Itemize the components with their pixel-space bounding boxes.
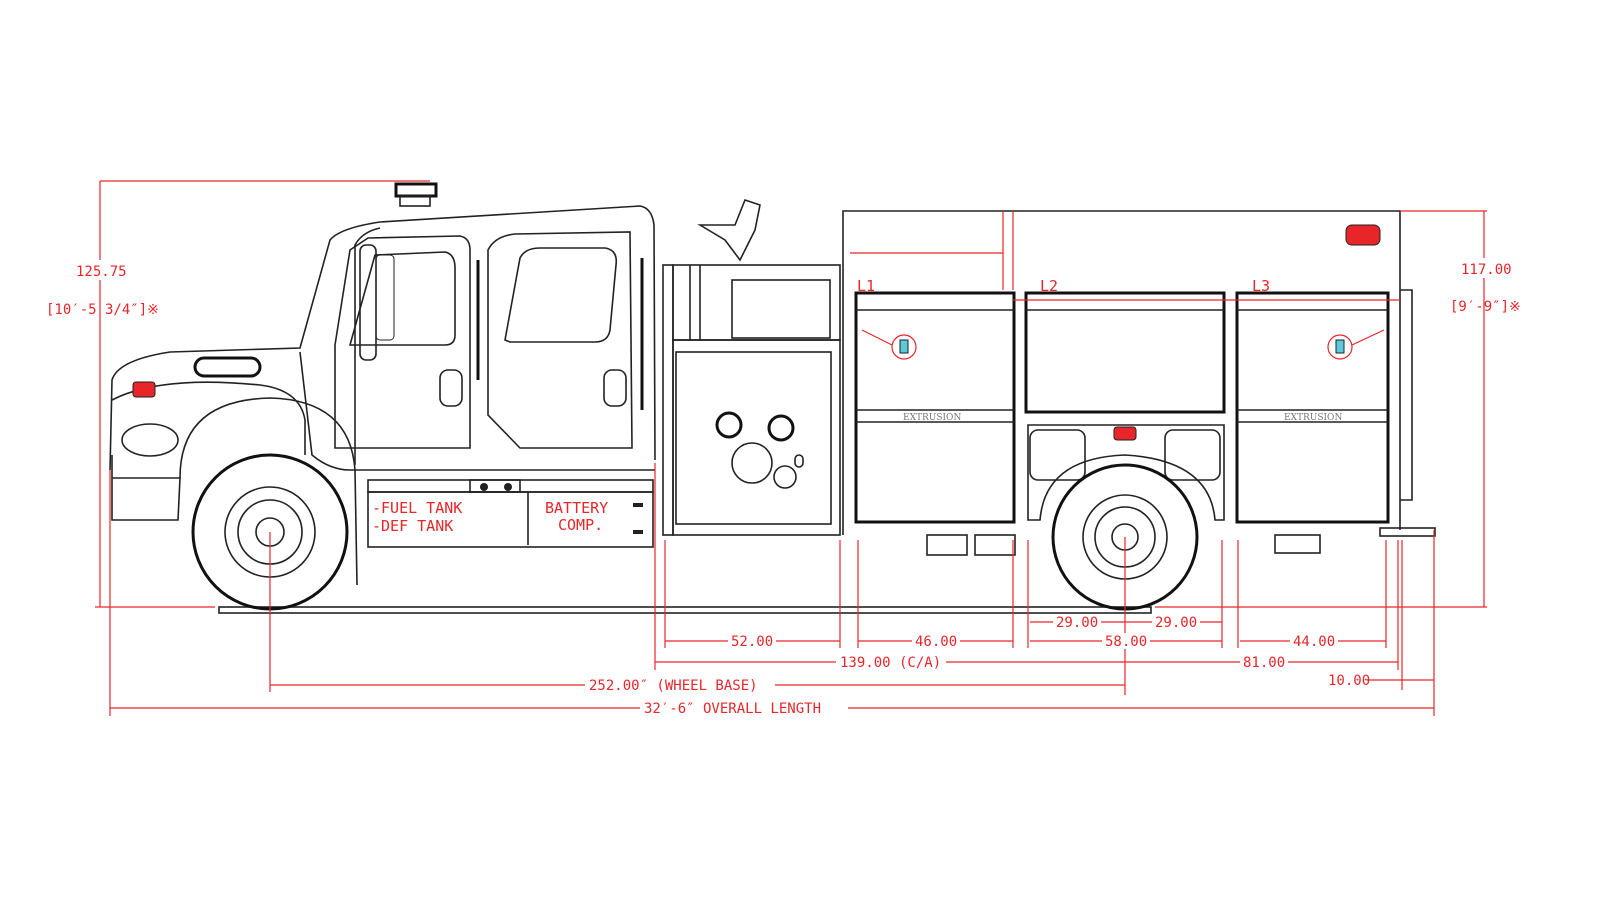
dim-l2-width: 58.00 <box>1105 634 1147 650</box>
dim-l2-half-front: 29.00 <box>1056 615 1098 631</box>
extrusion-label-l1: EXTRUSION <box>903 413 961 423</box>
dim-l2-half-rear: 29.00 <box>1155 615 1197 631</box>
dim-wheel-base: 252.00″ (WHEEL BASE) <box>589 678 758 694</box>
marker-light-front <box>132 381 156 398</box>
compartment-label-l1: L1 <box>857 277 875 295</box>
light-bar-icon <box>394 182 438 198</box>
compartment-l3 <box>1235 291 1390 524</box>
ground-line <box>218 606 1152 614</box>
cab-door-handle-front <box>439 369 463 407</box>
chassis-tanks: -FUEL TANK -DEF TANK BATTERY COMP. <box>367 479 654 548</box>
def-tank-label: -DEF TANK <box>372 517 453 535</box>
pump-panel <box>662 199 841 536</box>
compartment-label-l2: L2 <box>1040 277 1058 295</box>
apparatus-body: EXTRUSION EXTRUSION L1 L2 L3 <box>842 210 1436 556</box>
callout-circle-l3 <box>1327 334 1353 360</box>
compartment-label-l3: L3 <box>1252 277 1270 295</box>
body-height-value: 117.00 <box>1461 262 1512 278</box>
deck-gun-icon <box>697 199 761 262</box>
battery-label-line2: COMP. <box>558 516 603 534</box>
body-height-imperial: [9′-9″]※ <box>1450 299 1521 315</box>
fuel-tank-label: -FUEL TANK <box>372 499 462 517</box>
overall-height-imperial: [10′-5 3/4″]※ <box>46 302 159 318</box>
cab-door-handle-rear <box>603 369 627 407</box>
extrusion-label-l3: EXTRUSION <box>1284 413 1342 423</box>
dim-cab-to-axle: 139.00 (C/A) <box>840 655 941 671</box>
compartment-l1 <box>854 291 1016 524</box>
compartment-l2 <box>1024 291 1226 414</box>
dim-l3-width: 44.00 <box>1293 634 1335 650</box>
dim-l1-width: 46.00 <box>915 634 957 650</box>
battery-label-line1: BATTERY <box>545 499 608 517</box>
dim-rear-step: 10.00 <box>1328 673 1370 689</box>
dimension-lines <box>95 180 1487 716</box>
marker-light-rear <box>1345 224 1381 246</box>
cab <box>109 182 656 586</box>
hood-vent-icon <box>193 356 262 378</box>
dim-pump-panel: 52.00 <box>731 634 773 650</box>
overall-height-value: 125.75 <box>76 264 127 280</box>
dim-axle-to-rear: 81.00 <box>1243 655 1285 671</box>
callout-circle-l1 <box>891 334 917 360</box>
dim-overall-length: 32′-6″ OVERALL LENGTH <box>644 701 821 717</box>
dimension-labels: 125.75 [10′-5 3/4″]※ 117.00 [9′-9″]※ 52.… <box>46 258 1521 717</box>
